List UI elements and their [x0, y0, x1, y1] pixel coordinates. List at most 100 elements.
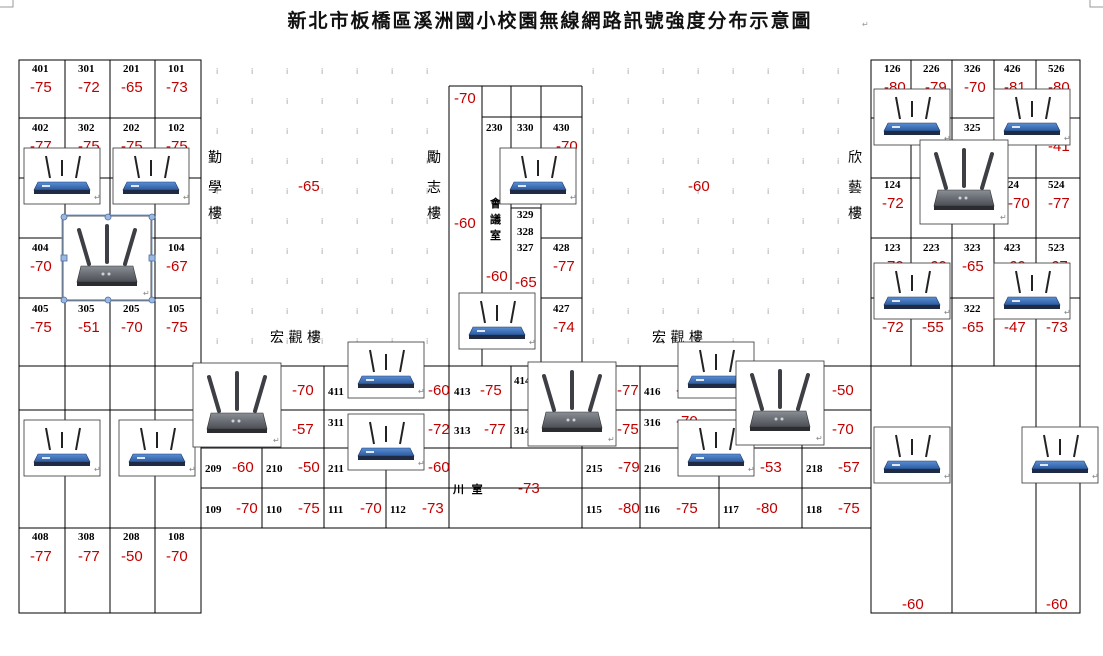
linksys-router-icon[interactable] — [118, 419, 197, 477]
paragraph-mark: ⅰ — [251, 127, 253, 136]
paragraph-mark: ⅰ — [732, 337, 734, 346]
linksys-router-icon[interactable] — [23, 419, 102, 477]
signal-strength: -72 — [428, 421, 450, 438]
paragraph-mark: ⅰ — [251, 157, 253, 166]
paragraph-mark: ⅰ — [592, 187, 594, 196]
paragraph-mark: ⅰ — [286, 157, 288, 166]
paragraph-mark: ⅰ — [216, 187, 218, 196]
room-number: 112 — [390, 504, 406, 516]
linksys-router-icon[interactable] — [873, 88, 952, 146]
room-cell: -60 — [486, 268, 508, 285]
room-cell: 314 — [514, 425, 531, 437]
paragraph-mark: ⅰ — [767, 127, 769, 136]
room-number: 428 — [553, 242, 570, 254]
room-number: 101 — [168, 63, 185, 75]
paragraph-mark: ⅰ — [627, 247, 629, 256]
paragraph-mark: ⅰ — [697, 337, 699, 346]
paragraph-mark: ⅰ — [662, 307, 664, 316]
linksys-router-icon[interactable] — [993, 262, 1072, 320]
paragraph-mark: ⅰ — [426, 97, 428, 106]
paragraph-mark: ⅰ — [356, 187, 358, 196]
paragraph-mark: ⅰ — [697, 307, 699, 316]
meeting-room-label-2: 議 — [490, 212, 501, 226]
qinxue-label-1: 勤 — [208, 150, 222, 166]
paragraph-mark: ⅰ — [837, 67, 839, 76]
signal-strength: -72 — [78, 79, 100, 96]
paragraph-mark: ⅰ — [592, 247, 594, 256]
linksys-router-icon[interactable] — [499, 147, 578, 205]
paragraph-mark: ⅰ — [356, 247, 358, 256]
linksys-router-icon[interactable] — [112, 147, 191, 205]
paragraph-mark: ⅰ — [767, 97, 769, 106]
paragraph-mark: ⅰ — [592, 337, 594, 346]
room-cell: 401-75 — [30, 63, 52, 96]
signal-strength: -70 — [121, 319, 143, 336]
paragraph-mark: ⅰ — [662, 157, 664, 166]
paragraph-mark: ⅰ — [286, 187, 288, 196]
paragraph-mark: ⅰ — [251, 217, 253, 226]
room-number: 111 — [328, 504, 343, 516]
paragraph-mark: ⅰ — [426, 247, 428, 256]
linksys-router-icon[interactable] — [993, 88, 1072, 146]
paragraph-mark: ⅰ — [662, 217, 664, 226]
room-cell: -47 — [1004, 319, 1026, 336]
linksys-router-icon[interactable] — [23, 147, 102, 205]
room-number: 329 — [517, 209, 534, 221]
room-cell: 110-75 — [266, 500, 320, 517]
room-number: 402 — [32, 122, 49, 134]
paragraph-mark: ⅰ — [662, 127, 664, 136]
signal-strength: -77 — [553, 258, 575, 275]
signal-strength: -47 — [1004, 319, 1026, 336]
paragraph-mark: ⅰ — [286, 247, 288, 256]
page-title: 新北市板橋區溪洲國小校園無線網路訊號強度分布示意圖 — [287, 9, 812, 32]
linksys-router-icon[interactable] — [873, 262, 952, 320]
wireless-router-large-icon[interactable] — [526, 360, 618, 448]
room-cell: 524-77 — [1048, 179, 1070, 212]
room-number: 230 — [486, 122, 503, 134]
paragraph-mark: ⅰ — [627, 217, 629, 226]
paragraph-mark: ⅰ — [592, 157, 594, 166]
paragraph-mark: ⅰ — [767, 307, 769, 316]
room-cell: 111-70 — [328, 500, 382, 517]
linksys-router-icon[interactable] — [1021, 426, 1100, 484]
paragraph-mark: ⅰ — [732, 307, 734, 316]
signal-strength: -60 — [902, 596, 924, 613]
room-cell: 305-51 — [78, 303, 100, 336]
wireless-router-large-icon[interactable] — [734, 359, 826, 447]
paragraph-mark: ⅰ — [627, 67, 629, 76]
paragraph-mark: ⅰ — [391, 337, 393, 346]
signal-strength: -65 — [515, 274, 537, 291]
linksys-router-icon[interactable] — [347, 341, 426, 399]
linksys-router-icon[interactable] — [458, 292, 537, 350]
paragraph-mark: ⅰ — [356, 157, 358, 166]
paragraph-mark: ⅰ — [697, 217, 699, 226]
room-cell: -72 — [882, 319, 904, 336]
room-cell: 323-65 — [962, 242, 984, 275]
signal-strength: -70 — [832, 421, 854, 438]
room-cell: 112-73 — [390, 500, 444, 517]
paragraph-mark: ⅰ — [662, 67, 664, 76]
room-cell: -53 — [760, 459, 782, 476]
paragraph-mark: ⅰ — [767, 277, 769, 286]
signal-strength: -80 — [756, 500, 778, 517]
room-number: 405 — [32, 303, 49, 315]
linksys-router-icon[interactable] — [347, 413, 426, 471]
signal-strength: -73 — [1046, 319, 1068, 336]
paragraph-mark: ⅰ — [837, 157, 839, 166]
room-number: 102 — [168, 122, 185, 134]
room-number: 414 — [514, 375, 531, 387]
wireless-router-large-icon[interactable] — [191, 361, 283, 449]
linksys-router-icon[interactable] — [873, 426, 952, 484]
wireless-router-large-icon[interactable] — [61, 214, 153, 302]
room-cell: 118-75 — [806, 500, 860, 517]
paragraph-mark: ⅰ — [321, 247, 323, 256]
wireless-router-large-icon[interactable] — [918, 138, 1010, 226]
room-number: 302 — [78, 122, 95, 134]
paragraph-mark: ⅰ — [426, 217, 428, 226]
paragraph-mark: ⅰ — [802, 247, 804, 256]
paragraph-mark: ⅰ — [627, 127, 629, 136]
room-cell: 205-70 — [121, 303, 143, 336]
lizhi-label-3: 樓 — [427, 206, 441, 222]
paragraph-mark: ⅰ — [802, 217, 804, 226]
paragraph-mark: ⅰ — [592, 97, 594, 106]
